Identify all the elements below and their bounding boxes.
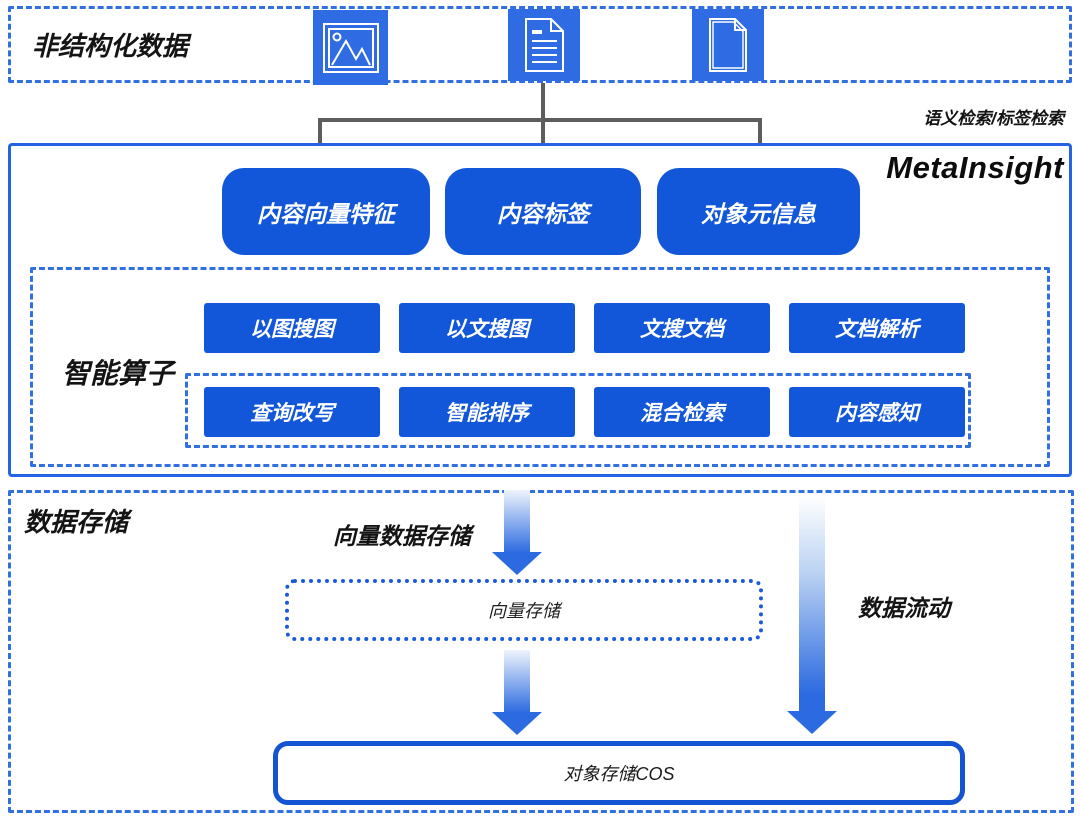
operator-button-doc-parse: 文档解析 xyxy=(789,303,965,353)
operator-button-text-to-image-search: 以文搜图 xyxy=(399,303,575,353)
unstructured-data-label: 非结构化数据 xyxy=(32,31,189,61)
file-icon xyxy=(692,9,764,81)
unstructured-data-section xyxy=(8,6,1072,83)
connector-line-vertical-right xyxy=(758,118,762,157)
connector-line-vertical-left xyxy=(318,118,322,157)
feature-button-content-tag: 内容标签 xyxy=(445,168,641,255)
operators-inner-panel xyxy=(185,373,971,448)
data-storage-label: 数据存储 xyxy=(24,507,129,537)
connector-line-horizontal xyxy=(318,118,762,122)
cos-label: 对象存储COS xyxy=(563,764,675,784)
operators-label: 智能算子 xyxy=(62,358,175,389)
vector-store-box: 向量存储 xyxy=(285,579,763,641)
document-icon xyxy=(508,9,580,81)
data-flow-label: 数据流动 xyxy=(858,595,950,621)
vector-store-label: 向量存储 xyxy=(488,601,560,621)
operator-button-content-perception: 内容感知 xyxy=(789,387,965,437)
operator-button-doc-search: 文搜文档 xyxy=(594,303,770,353)
operator-button-hybrid-search: 混合检索 xyxy=(594,387,770,437)
operators-panel xyxy=(30,267,1050,467)
metainsight-title: MetaInsight xyxy=(886,150,1064,185)
vector-flow-arrowhead-icon xyxy=(492,552,542,575)
operator-button-query-rewrite: 查询改写 xyxy=(204,387,380,437)
operator-button-image-search: 以图搜图 xyxy=(204,303,380,353)
semantic-search-annotation: 语义检索/标签检索 xyxy=(923,109,1064,128)
operator-button-smart-ranking: 智能排序 xyxy=(399,387,575,437)
data-flow-arrow-shaft xyxy=(799,496,825,712)
vector-data-storage-label: 向量数据存储 xyxy=(333,523,471,549)
vector-store-arrowhead-icon xyxy=(492,712,542,735)
data-flow-arrowhead-icon xyxy=(787,711,837,734)
vector-flow-arrow-shaft xyxy=(504,490,530,553)
feature-button-object-meta: 对象元信息 xyxy=(657,168,860,255)
image-icon xyxy=(313,10,388,85)
vector-store-arrow-shaft xyxy=(504,650,530,713)
data-storage-section xyxy=(8,490,1074,813)
feature-button-content-vector: 内容向量特征 xyxy=(222,168,430,255)
cos-box: 对象存储COS xyxy=(273,741,965,805)
